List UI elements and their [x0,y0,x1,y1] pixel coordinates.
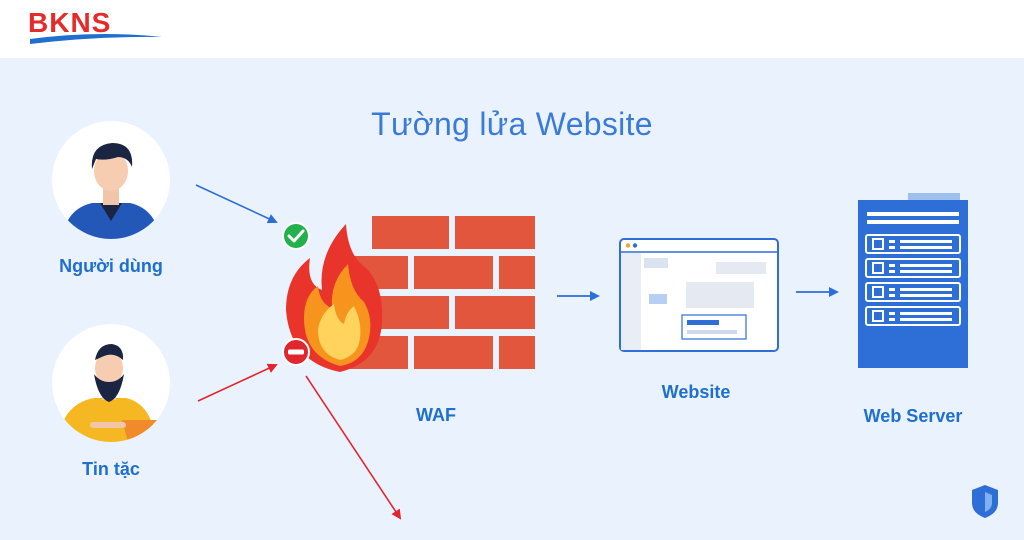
user-label: Người dùng [59,256,163,276]
svg-text:BKNS: BKNS [28,7,111,38]
check-icon [282,222,310,250]
header: BKNS [0,0,1024,58]
shield-icon [972,485,998,518]
waf-label: WAF [416,405,456,425]
bkns-logo: BKNS [28,7,162,44]
diagram-title: Tường lửa Website [371,106,653,142]
web-server-label: Web Server [863,406,963,426]
browser-window-icon [619,238,779,352]
hacker-icon [58,344,164,442]
hacker-avatar [52,324,170,442]
server-icon [858,193,968,368]
person-icon [62,143,160,239]
arrow-hacker-to-waf [197,363,278,402]
user-avatar [52,121,170,239]
fire-icon [286,224,383,372]
hacker-label: Tin tặc [82,459,140,479]
arrow-user-to-waf [195,184,278,224]
block-icon [282,338,310,366]
arrow-deflected [305,375,402,520]
website-label: Website [661,382,731,402]
